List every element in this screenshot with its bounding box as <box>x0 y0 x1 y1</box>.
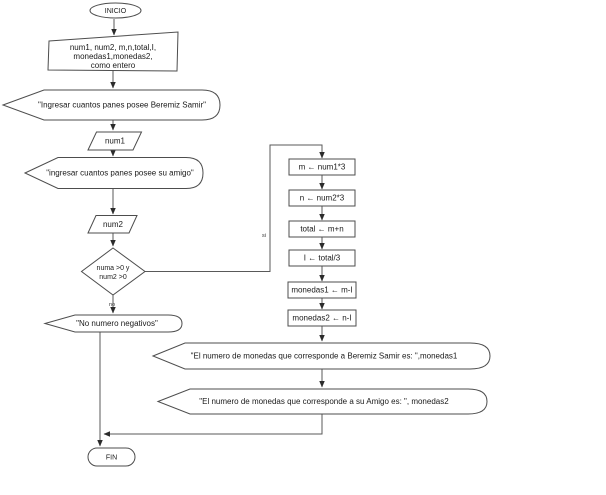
decision-line1: numa >0 y <box>97 265 130 272</box>
output-monedas1-label: "El numero de monedas que corresponde a … <box>191 352 458 361</box>
node-process-i: I ← total/3 <box>288 249 356 267</box>
process-m-shape <box>288 158 356 176</box>
display-beremiz-label: "Ingresar cuantos panes posee Beremiz Sa… <box>38 101 206 110</box>
display-negativos-label: "No numero negativos" <box>76 319 158 328</box>
input-num2-parallelogram <box>87 215 138 234</box>
process-monedas2-shape <box>287 309 357 327</box>
edge-output2-merge <box>103 414 323 437</box>
input-num1-parallelogram <box>87 131 143 151</box>
process-m-label: m ← num1*3 <box>299 163 346 172</box>
output-monedas2-label: "El numero de monedas que corresponde a … <box>199 397 449 406</box>
display-amigo-shape <box>23 157 204 189</box>
inicio-terminator-shape <box>89 2 142 19</box>
process-n-shape <box>288 189 356 207</box>
node-process-m: m ← num1*3 <box>288 158 356 176</box>
node-display-beremiz: "Ingresar cuantos panes posee Beremiz Sa… <box>1 89 221 121</box>
display-amigo-label: "ingresar cuantos panes posee su amigo" <box>46 169 194 178</box>
edges: no si <box>97 19 325 447</box>
declaration-line2: monedas1,monedas2, <box>73 52 152 61</box>
decision-line2: num2 >0 <box>99 274 127 281</box>
node-process-monedas1: monedas1 ← m-I <box>287 281 357 299</box>
inicio-label: INICIO <box>105 8 127 15</box>
display-negativos-shape <box>43 314 183 333</box>
edge-decision-si <box>145 144 325 272</box>
declaration-line3: como entero <box>91 61 136 70</box>
node-output-monedas2: "El numero de monedas que corresponde a … <box>156 388 488 415</box>
node-display-amigo: "ingresar cuantos panes posee su amigo" <box>23 157 204 189</box>
input-num1-label: num1 <box>105 137 126 146</box>
node-process-n: n ← num2*3 <box>288 189 356 207</box>
edge-label-no: no <box>109 302 115 308</box>
process-monedas1-label: monedas1 ← m-I <box>291 286 352 295</box>
node-input-num2: num2 <box>87 215 138 234</box>
node-output-monedas1: "El numero de monedas que corresponde a … <box>151 342 491 370</box>
decision-diamond-shape <box>80 247 146 296</box>
output-monedas2-shape <box>156 388 488 415</box>
process-n-label: n ← num2*3 <box>300 194 345 203</box>
node-process-monedas2: monedas2 ← n-I <box>287 309 357 327</box>
process-monedas1-shape <box>287 281 357 299</box>
declaration-box-shape <box>47 31 179 72</box>
fin-label: FIN <box>106 455 117 462</box>
node-declaration: num1, num2, m,n,total,I, monedas1,moneda… <box>47 31 179 72</box>
edge-label-si: si <box>262 233 266 239</box>
input-num2-label: num2 <box>103 220 124 229</box>
process-i-shape <box>288 249 356 267</box>
node-display-negativos: "No numero negativos" <box>43 314 183 333</box>
node-inicio: INICIO <box>89 2 142 19</box>
fin-terminator-shape <box>87 447 136 467</box>
node-fin: FIN <box>87 447 136 467</box>
node-decision: numa >0 y num2 >0 <box>80 247 146 296</box>
process-total-label: total ← m+n <box>300 225 343 234</box>
display-beremiz-shape <box>1 89 221 121</box>
output-monedas1-shape <box>151 342 491 370</box>
declaration-line1: num1, num2, m,n,total,I, <box>70 43 156 52</box>
process-i-label: I ← total/3 <box>304 254 341 263</box>
process-total-shape <box>288 220 356 238</box>
node-input-num1: num1 <box>87 131 143 151</box>
node-process-total: total ← m+n <box>288 220 356 238</box>
process-monedas2-label: monedas2 ← n-I <box>292 314 351 323</box>
